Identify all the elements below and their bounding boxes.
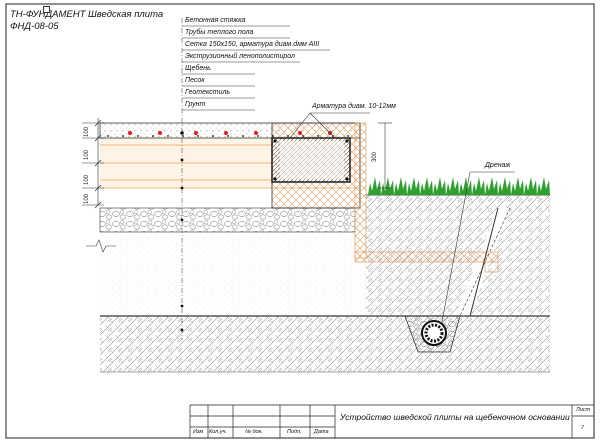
dim-eps-2: 100 xyxy=(84,174,90,185)
mesh-rebar-dot xyxy=(182,135,184,137)
grass-tuft xyxy=(459,177,472,195)
tb-col-sign: Подп. xyxy=(287,429,302,435)
sheet-label: Лист xyxy=(576,407,591,413)
drawing-code: ФНД-08-05 xyxy=(10,21,59,32)
mesh-rebar-dot xyxy=(317,135,319,137)
rebar-annotation: Арматура диам. 10-12мм xyxy=(312,103,396,110)
dim-gravel: 100 xyxy=(84,193,90,204)
mesh-rebar-dot xyxy=(137,135,139,137)
grass-tuft xyxy=(537,177,550,195)
vertical-insulation xyxy=(354,122,367,259)
tb-col-date: Дата xyxy=(314,429,329,435)
grass-tuft xyxy=(394,177,407,195)
mesh-rebar-dot xyxy=(152,135,154,137)
tb-col-count: Кол.уч. xyxy=(209,429,227,435)
grass-tuft xyxy=(446,177,459,195)
layer-label-geotextile: Геотекстиль xyxy=(185,89,231,96)
heating-pipe-dot xyxy=(298,131,302,135)
grass-tuft xyxy=(498,177,511,195)
grass-tuft xyxy=(511,177,524,195)
sheet-number: 7 xyxy=(581,425,585,431)
layer-label-soil: Грунт xyxy=(185,101,206,108)
grass-row xyxy=(368,177,550,195)
mesh-rebar-dot xyxy=(242,135,244,137)
grass-tuft xyxy=(524,177,537,195)
outer-soil xyxy=(366,208,550,316)
mesh-rebar-dot xyxy=(302,135,304,137)
dim-screed: 100 xyxy=(84,126,90,137)
mesh-rebar-dot xyxy=(197,135,199,137)
heating-pipe-dot xyxy=(194,131,198,135)
layer-label-mesh: Сетка 150х150, арматура диам.dмм AIII xyxy=(185,41,320,48)
title-block-title: Устройство шведской плиты на щебеночном … xyxy=(340,412,570,422)
dim-eps-1: 100 xyxy=(84,149,90,160)
mesh-rebar-dot xyxy=(257,135,259,137)
dim-beam-height: 300 xyxy=(372,151,378,162)
heating-pipe-dot xyxy=(254,131,258,135)
title-block xyxy=(189,404,594,438)
selection-handle-icon xyxy=(43,6,50,13)
layer-label-sand: Песок xyxy=(185,77,205,84)
drawing-frame xyxy=(5,3,595,439)
mesh-rebar-dot xyxy=(167,135,169,137)
layer-label-gravel: Щебень xyxy=(185,65,211,72)
gravel-layer xyxy=(99,207,356,233)
layer-label-heating-pipes: Трубы теплого пола xyxy=(185,29,254,36)
grass-tuft xyxy=(420,177,433,195)
grass-tuft xyxy=(407,177,420,195)
drainage-annotation: Дренаж xyxy=(485,162,511,169)
mesh-rebar-dot xyxy=(287,135,289,137)
heating-pipe-dot xyxy=(224,131,228,135)
grass-tuft xyxy=(433,177,446,195)
mesh-rebar-dot xyxy=(347,135,349,137)
grass-tuft xyxy=(381,177,394,195)
mesh-rebar-dot xyxy=(212,135,214,137)
tb-col-change: Изм xyxy=(193,429,204,435)
heating-pipe-dot xyxy=(128,131,132,135)
layer-label-eps: Экструзионный пенополистирол xyxy=(185,53,295,60)
mesh-rebar-dot xyxy=(272,135,274,137)
mesh-rebar-dot xyxy=(227,135,229,137)
grass-tuft xyxy=(472,177,485,195)
drawing-title: ТН-ФУНДАМЕНТ Шведская плита xyxy=(10,9,164,20)
grass-tuft xyxy=(485,177,498,195)
layer-label-screed: Бетонная стяжка xyxy=(185,17,246,24)
grass-tuft xyxy=(368,177,381,195)
tb-col-doc: № док. xyxy=(245,429,263,435)
heating-pipe-dot xyxy=(158,131,162,135)
ground-soil xyxy=(100,316,550,372)
heating-pipes xyxy=(107,131,349,137)
mesh-rebar-dot xyxy=(122,135,124,137)
mesh-rebar-dot xyxy=(107,135,109,137)
